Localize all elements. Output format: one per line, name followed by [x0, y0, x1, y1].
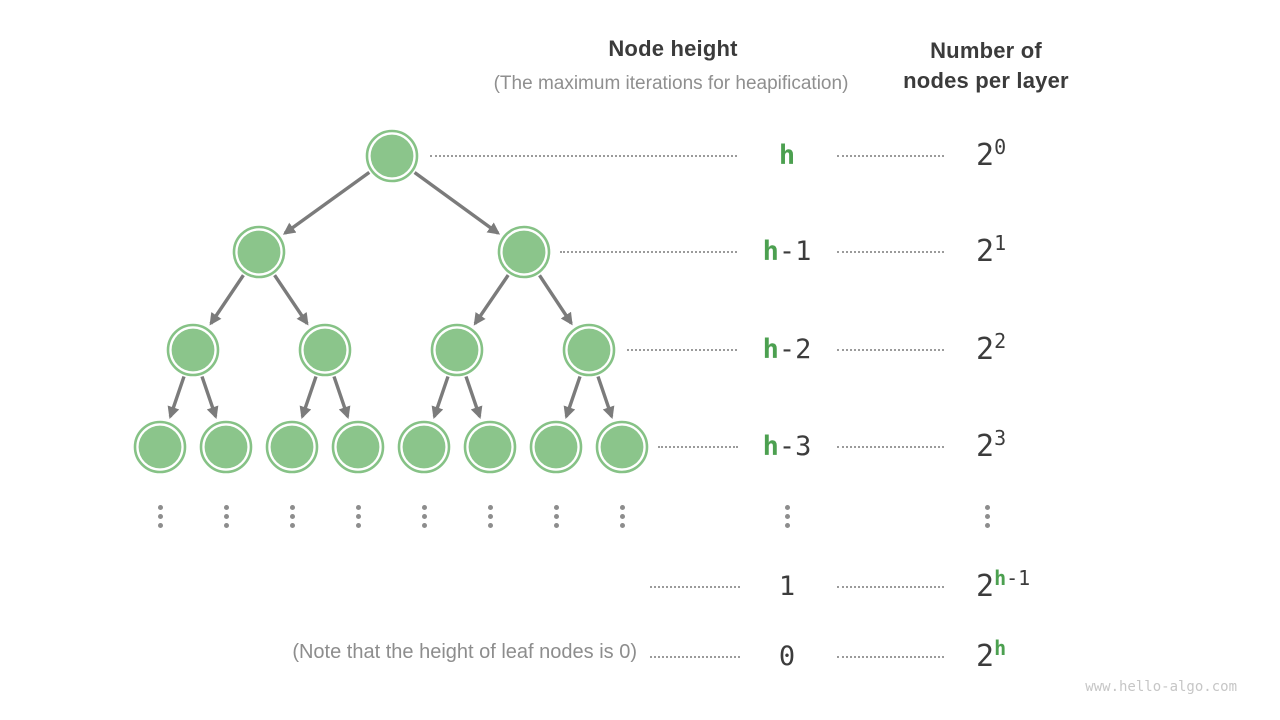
dotted-connector — [658, 446, 738, 448]
dotted-connector — [650, 586, 740, 588]
tree-node — [232, 225, 286, 279]
tree-edge-arrow — [209, 274, 245, 326]
ellipsis — [487, 505, 493, 528]
height-label-h-2: h-2 — [762, 334, 812, 365]
height-label-h-1: h-1 — [762, 236, 812, 267]
ellipsis — [421, 505, 427, 528]
watermark: www.hello-algo.com — [1085, 679, 1237, 695]
tree-edge-arrow — [538, 274, 573, 326]
tree-node — [430, 323, 484, 377]
count-2-0: 20 — [976, 135, 1007, 173]
tree-node — [562, 323, 616, 377]
nodes-per-layer-title: Number of nodes per layer — [855, 36, 1117, 96]
tree-edge-arrow — [473, 274, 510, 326]
dotted-connector — [560, 251, 737, 253]
ellipsis — [619, 505, 625, 528]
dotted-connector — [650, 656, 740, 658]
tree-node — [331, 420, 385, 474]
tree-node — [199, 420, 253, 474]
tree-node — [463, 420, 517, 474]
dotted-connector — [837, 656, 944, 658]
count-2-1: 21 — [976, 231, 1007, 269]
dotted-connector — [837, 349, 944, 351]
count-2-2: 22 — [976, 329, 1007, 367]
tree-edge-arrow — [167, 375, 186, 420]
dotted-connector — [627, 349, 737, 351]
tree-edge-arrow — [200, 375, 219, 420]
tree-node — [265, 420, 319, 474]
ellipsis — [984, 505, 990, 528]
tree-node — [595, 420, 649, 474]
leaf-height-note: (Note that the height of leaf nodes is 0… — [292, 641, 637, 663]
tree-edges — [167, 171, 615, 420]
ellipsis — [289, 505, 295, 528]
dotted-connector — [837, 586, 944, 588]
count-2-3: 23 — [976, 426, 1007, 464]
tree-node — [497, 225, 551, 279]
nodes-per-layer-line1: Number of — [930, 38, 1042, 63]
ellipsis — [157, 505, 163, 528]
nodes-per-layer-line2: nodes per layer — [903, 68, 1069, 93]
tree-edge-arrow — [273, 274, 309, 326]
ellipsis — [553, 505, 559, 528]
dotted-connector — [837, 251, 944, 253]
height-label-0: 0 — [778, 641, 796, 672]
tree-edge-arrow — [596, 375, 615, 420]
count-2-h: 2h — [976, 636, 1007, 674]
tree-node — [365, 129, 419, 183]
dotted-connector — [837, 155, 944, 157]
ellipsis — [223, 505, 229, 528]
ellipsis — [784, 505, 790, 528]
tree-node — [298, 323, 352, 377]
height-label-h-3: h-3 — [762, 431, 812, 462]
node-height-subtitle: (The maximum iterations for heapificatio… — [493, 73, 849, 94]
tree-node — [166, 323, 220, 377]
height-label-h: h — [778, 140, 796, 171]
tree-node — [397, 420, 451, 474]
tree-edge-arrow — [464, 375, 483, 420]
tree-edge-arrow — [413, 171, 501, 235]
tree-edge-arrow — [431, 375, 450, 420]
tree-edge-arrow — [332, 375, 351, 420]
tree-nodes — [133, 129, 649, 474]
tree-node — [133, 420, 187, 474]
tree-edge-arrow — [282, 171, 371, 235]
tree-node — [529, 420, 583, 474]
tree-edge-arrow — [299, 375, 318, 420]
dotted-connector — [837, 446, 944, 448]
ellipsis — [355, 505, 361, 528]
dotted-connector — [430, 155, 737, 157]
tree-edge-arrow — [563, 375, 582, 420]
height-label-1: 1 — [778, 571, 796, 602]
count-2-h-1: 2h-1 — [976, 566, 1031, 604]
node-height-title: Node height — [608, 36, 738, 61]
